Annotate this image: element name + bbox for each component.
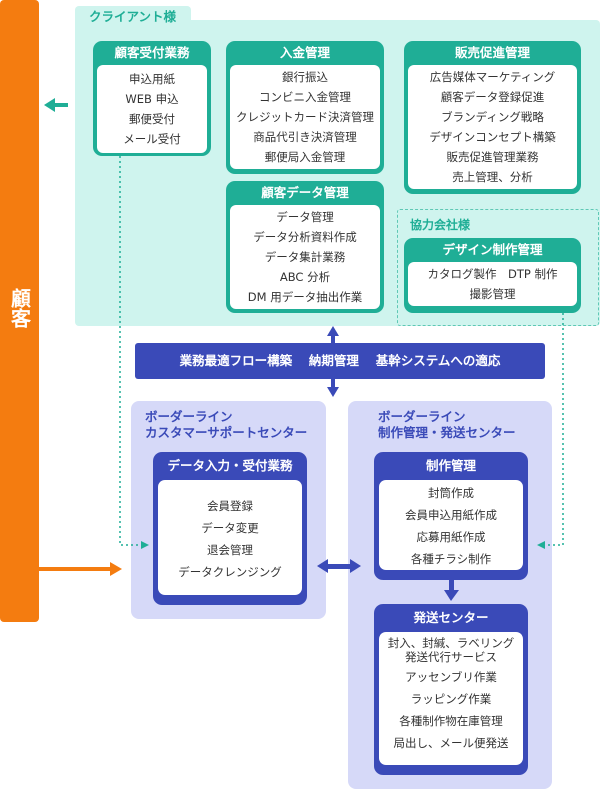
dotted-connector-right <box>537 313 564 549</box>
list-item: 会員申込用紙作成 <box>405 508 497 522</box>
client-tab: クライアント様 <box>75 6 191 28</box>
payment-card-body: 銀行振込 コンビニ入金管理 クレジットカード決済管理 商品代引き決済管理 郵便局… <box>230 65 380 169</box>
double-arrow-down-icon <box>327 379 339 397</box>
double-arrow-up-icon <box>327 326 339 345</box>
list-item: ラッピング作業 <box>410 692 492 706</box>
list-item: データ管理 <box>276 210 334 224</box>
data-entry-card: データ入力・受付業務 会員登録 データ変更 退会管理 データクレンジング <box>153 452 307 605</box>
design-card-body: カタログ製作 DTP 制作 撮影管理 <box>408 262 577 306</box>
list-item: 発送代行サービス <box>405 650 497 664</box>
reception-card-title: 顧客受付業務 <box>114 45 190 60</box>
list-item: 広告媒体マーケティング <box>429 70 556 84</box>
orange-arrow-right-icon <box>39 562 122 576</box>
production-card-body: 封筒作成 会員申込用紙作成 応募用紙作成 各種チラシ制作 <box>379 480 523 570</box>
customer-bar <box>0 0 39 622</box>
partner-area <box>397 209 599 326</box>
list-item: 売上管理、分析 <box>452 170 533 184</box>
shipping-card: 発送センター 封入、封緘、ラベリング 発送代行サービス アッセンブリ作業 ラッピ… <box>374 604 528 775</box>
list-item: 販売促進管理業務 <box>446 150 539 164</box>
production-center-title: ボーダーライン 制作管理・発送センター <box>378 409 516 441</box>
support-center-title: ボーダーライン カスタマーサポートセンター <box>145 409 307 441</box>
customer-data-card-body: データ管理 データ分析資料作成 データ集計業務 ABC 分析 DM 用データ抽出… <box>230 205 380 309</box>
list-item: 郵便受付 <box>129 112 175 126</box>
list-item: 郵便局入金管理 <box>264 150 346 164</box>
list-item: 封筒作成 <box>428 486 474 500</box>
list-item: データ集計業務 <box>264 250 346 264</box>
list-item: 申込用紙 <box>129 72 175 86</box>
shipping-card-body: 封入、封緘、ラベリング 発送代行サービス アッセンブリ作業 ラッピング作業 各種… <box>379 632 523 765</box>
reception-card: 顧客受付業務 申込用紙 WEB 申込 郵便受付 メール受付 <box>93 41 211 156</box>
production-center-title-line1: ボーダーライン <box>378 409 466 424</box>
payment-card: 入金管理 銀行振込 コンビニ入金管理 クレジットカード決済管理 商品代引き決済管… <box>226 41 384 174</box>
promotion-card-body: 広告媒体マーケティング 顧客データ登録促進 ブランディング戦略 デザインコンセプ… <box>408 65 577 189</box>
list-item: 封入、封緘、ラベリング <box>387 636 515 650</box>
list-item: 各種チラシ制作 <box>410 552 492 566</box>
list-item: データ変更 <box>201 521 259 535</box>
list-item: カタログ製作 DTP 制作 <box>427 267 558 281</box>
partner-tab: 協力会社様 <box>410 218 471 232</box>
production-card-title: 制作管理 <box>425 458 476 473</box>
teal-arrow-left-icon <box>44 98 68 112</box>
design-card-title: デザイン制作管理 <box>442 242 543 257</box>
list-item: 会員登録 <box>207 499 253 513</box>
support-center-title-line1: ボーダーライン <box>145 409 233 424</box>
list-item: DM 用データ抽出作業 <box>247 290 363 304</box>
production-card: 制作管理 封筒作成 会員申込用紙作成 応募用紙作成 各種チラシ制作 <box>374 452 528 580</box>
down-arrow-icon <box>444 580 459 601</box>
reception-card-body: 申込用紙 WEB 申込 郵便受付 メール受付 <box>97 65 207 153</box>
support-center-title-line2: カスタマーサポートセンター <box>145 425 308 440</box>
dotted-connector-left <box>119 156 149 549</box>
horizontal-double-arrow-icon <box>317 559 361 573</box>
list-item: WEB 申込 <box>125 92 179 106</box>
list-item: コンビニ入金管理 <box>259 90 351 104</box>
shipping-card-title: 発送センター <box>413 610 489 625</box>
list-item: 銀行振込 <box>282 70 328 84</box>
list-item: アッセンブリ作業 <box>405 670 497 684</box>
flow-bar: 業務最適フロー構築 納期管理 基幹システムへの適応 <box>135 343 545 379</box>
data-entry-card-body: 会員登録 データ変更 退会管理 データクレンジング <box>158 480 302 595</box>
production-center-title-line2: 制作管理・発送センター <box>378 425 516 440</box>
list-item: 顧客データ登録促進 <box>440 90 545 104</box>
promotion-card-title: 販売促進管理 <box>454 45 530 60</box>
list-item: 撮影管理 <box>469 287 516 301</box>
list-item: 退会管理 <box>207 543 253 557</box>
payment-card-title: 入金管理 <box>279 45 330 60</box>
data-entry-card-title: データ入力・受付業務 <box>167 458 293 473</box>
design-card: デザイン制作管理 カタログ製作 DTP 制作 撮影管理 <box>404 238 581 313</box>
promotion-card: 販売促進管理 広告媒体マーケティング 顧客データ登録促進 ブランディング戦略 デ… <box>404 41 581 194</box>
list-item: 各種制作物在庫管理 <box>399 714 503 728</box>
list-item: メール受付 <box>123 132 181 146</box>
list-item: ブランディング戦略 <box>441 110 544 124</box>
customer-data-card-title: 顧客データ管理 <box>261 185 349 200</box>
customer-label: 顧客 <box>0 288 39 334</box>
list-item: デザインコンセプト構築 <box>429 130 556 144</box>
list-item: 局出し、メール便発送 <box>393 736 509 750</box>
list-item: ABC 分析 <box>279 270 331 284</box>
list-item: データクレンジング <box>178 565 282 579</box>
customer-data-card: 顧客データ管理 データ管理 データ分析資料作成 データ集計業務 ABC 分析 D… <box>226 181 384 313</box>
list-item: 応募用紙作成 <box>416 530 486 544</box>
customer-label-text: 顧客 <box>7 288 32 328</box>
list-item: データ分析資料作成 <box>253 230 357 244</box>
list-item: 商品代引き決済管理 <box>253 130 357 144</box>
list-item: クレジットカード決済管理 <box>236 110 374 124</box>
